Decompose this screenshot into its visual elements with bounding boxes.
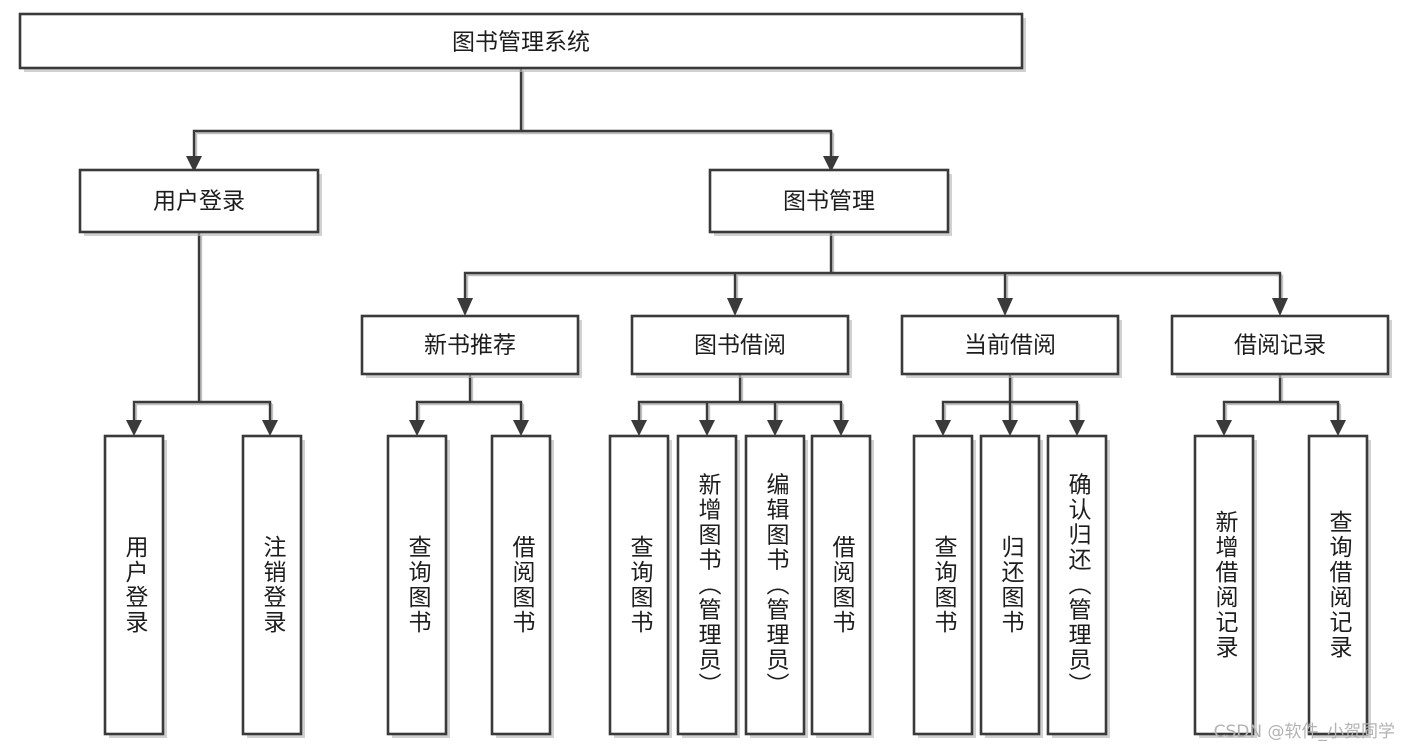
arrow-head-leaf-query-book-1 — [409, 420, 425, 436]
node-leaf-query-book-1-label: 查询图书 — [404, 535, 432, 635]
arrow-head-leaf-confirm-return — [1069, 420, 1085, 436]
node-borrow-record-label: 借阅记录 — [1234, 333, 1326, 359]
node-leaf-borrow-book-2-box[interactable] — [810, 434, 872, 736]
node-leaf-query-record[interactable]: 查询借阅记录 — [1307, 434, 1371, 738]
node-root-box[interactable] — [18, 12, 1024, 70]
node-leaf-add-record-label: 新增借阅记录 — [1211, 510, 1239, 660]
connector-new-book-to-leaves — [415, 373, 523, 424]
node-user-login[interactable]: 用户登录 — [78, 168, 322, 236]
node-book-borrow-label: 图书借阅 — [694, 333, 786, 359]
node-borrow-record-box[interactable] — [1170, 314, 1390, 376]
node-leaf-user-login-box[interactable] — [103, 434, 165, 736]
arrow-head-leaf-edit-book — [767, 420, 783, 436]
connector-current-borrow-to-leaves — [941, 373, 1079, 424]
node-leaf-add-record[interactable]: 新增借阅记录 — [1193, 434, 1257, 738]
node-leaf-add-book-label: 新增图书（管理员） — [694, 473, 722, 698]
arrow-head-leaf-user-login — [126, 420, 142, 436]
node-leaf-query-book-3-label: 查询图书 — [930, 535, 958, 635]
node-book-borrow-box[interactable] — [630, 314, 850, 376]
node-book-manage[interactable]: 图书管理 — [708, 168, 952, 236]
node-leaf-return-book-box[interactable] — [979, 434, 1041, 736]
node-leaf-query-book-1[interactable]: 查询图书 — [386, 434, 450, 738]
arrow-head-book-borrow — [727, 298, 743, 316]
node-root[interactable]: 图书管理系统 — [18, 12, 1026, 72]
node-leaf-logout-login-box[interactable] — [241, 434, 303, 736]
node-leaf-add-book-box[interactable] — [676, 434, 738, 736]
connector-root-to-level2 — [192, 67, 833, 160]
node-leaf-logout-login-label: 注销登录 — [259, 535, 287, 635]
arrow-head-book-manage — [823, 156, 839, 172]
connector-book-manage-shadow — [465, 235, 1284, 302]
node-leaf-query-book-3[interactable]: 查询图书 — [912, 434, 976, 738]
node-new-book-recommend[interactable]: 新书推荐 — [360, 314, 582, 378]
arrow-head-leaf-query-record — [1330, 420, 1346, 436]
connector-borrow-record-shadow — [1224, 377, 1342, 424]
node-leaf-confirm-return[interactable]: 确认归还（管理员） — [1046, 434, 1110, 738]
node-leaf-query-book-3-box[interactable] — [912, 434, 974, 736]
arrow-head-leaf-add-book — [699, 420, 715, 436]
node-leaf-borrow-book-2[interactable]: 借阅图书 — [810, 434, 874, 738]
arrow-head-leaf-borrow-book-2 — [833, 420, 849, 436]
node-leaf-borrow-book-2-label: 借阅图书 — [828, 535, 856, 635]
node-leaf-add-record-box[interactable] — [1193, 434, 1255, 736]
arrow-head-current-borrow — [997, 298, 1013, 316]
node-leaf-borrow-book-1-label: 借阅图书 — [508, 535, 536, 635]
connector-book-manage-to-level3 — [463, 231, 1282, 302]
arrow-head-user-login — [186, 156, 202, 172]
node-leaf-borrow-book-1[interactable]: 借阅图书 — [490, 434, 554, 738]
node-book-manage-box[interactable] — [708, 168, 950, 234]
node-leaf-edit-book[interactable]: 编辑图书（管理员） — [744, 434, 808, 738]
node-leaf-user-login[interactable]: 用户登录 — [103, 434, 167, 738]
connector-current-borrow-shadow — [943, 377, 1081, 424]
arrow-head-leaf-query-book-2 — [631, 420, 647, 436]
node-leaf-add-book[interactable]: 新增图书（管理员） — [676, 434, 740, 738]
node-leaf-query-record-box[interactable] — [1307, 434, 1369, 736]
node-leaf-query-book-2[interactable]: 查询图书 — [608, 434, 672, 738]
connector-new-book-shadow — [417, 377, 525, 424]
node-leaf-return-book-label: 归还图书 — [997, 535, 1025, 635]
node-new-book-recommend-label: 新书推荐 — [424, 333, 516, 359]
node-leaf-return-book[interactable]: 归还图书 — [979, 434, 1043, 738]
arrow-head-borrow-record — [1272, 298, 1288, 316]
connector-layer — [126, 67, 1346, 436]
connector-user-login-shadow — [134, 235, 274, 424]
node-user-login-box[interactable] — [78, 168, 320, 234]
arrow-head-leaf-logout-login — [262, 420, 278, 436]
arrow-head-new-book-recommend — [457, 298, 473, 316]
connector-borrow-record-to-leaves — [1222, 373, 1340, 424]
connector-root-shadow — [194, 71, 835, 160]
node-current-borrow[interactable]: 当前借阅 — [900, 314, 1122, 378]
node-book-borrow[interactable]: 图书借阅 — [630, 314, 852, 378]
node-leaf-edit-book-box[interactable] — [744, 434, 806, 736]
arrow-head-leaf-add-record — [1216, 420, 1232, 436]
csdn-watermark: CSDN @软件_小贺同学 — [1213, 722, 1395, 742]
connector-book-borrow-to-leaves — [637, 373, 843, 424]
node-new-book-recommend-box[interactable] — [360, 314, 580, 376]
node-borrow-record[interactable]: 借阅记录 — [1170, 314, 1392, 378]
node-leaf-query-record-label: 查询借阅记录 — [1325, 510, 1353, 660]
node-user-login-label: 用户登录 — [153, 189, 245, 215]
connector-book-borrow-shadow — [639, 377, 845, 424]
node-leaf-confirm-return-label: 确认归还（管理员） — [1064, 473, 1092, 698]
arrow-head-leaf-return-book — [1002, 420, 1018, 436]
node-book-manage-label: 图书管理 — [783, 189, 875, 215]
node-leaf-borrow-book-1-box[interactable] — [490, 434, 552, 736]
node-leaf-query-book-2-box[interactable] — [608, 434, 670, 736]
node-leaf-confirm-return-box[interactable] — [1046, 434, 1108, 736]
node-leaf-user-login-label: 用户登录 — [121, 535, 149, 635]
node-root-label: 图书管理系统 — [452, 30, 590, 56]
node-leaf-query-book-1-box[interactable] — [386, 434, 448, 736]
node-leaf-edit-book-label: 编辑图书（管理员） — [762, 473, 790, 698]
node-current-borrow-box[interactable] — [900, 314, 1120, 376]
arrow-head-leaf-query-book-3 — [935, 420, 951, 436]
connector-user-login-to-leaves — [132, 231, 272, 424]
arrow-head-leaf-borrow-book-1 — [513, 420, 529, 436]
node-current-borrow-label: 当前借阅 — [964, 333, 1056, 359]
node-leaf-logout-login[interactable]: 注销登录 — [241, 434, 305, 738]
node-leaf-query-book-2-label: 查询图书 — [626, 535, 654, 635]
